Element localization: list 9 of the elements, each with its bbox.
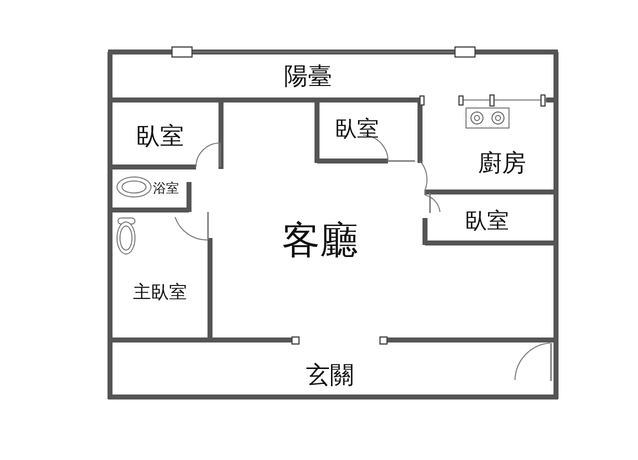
room-label: 玄關 — [306, 363, 354, 387]
room-label: 主臥室 — [133, 284, 187, 302]
room-label: 廚房 — [478, 151, 526, 175]
room-label: 臥室 — [335, 119, 379, 141]
room-label: 客廳 — [282, 221, 358, 259]
room-label: 臥室 — [136, 124, 184, 148]
room-label: 浴室 — [153, 182, 179, 196]
room-label: 陽臺 — [284, 64, 332, 88]
room-label: 臥室 — [465, 211, 509, 233]
